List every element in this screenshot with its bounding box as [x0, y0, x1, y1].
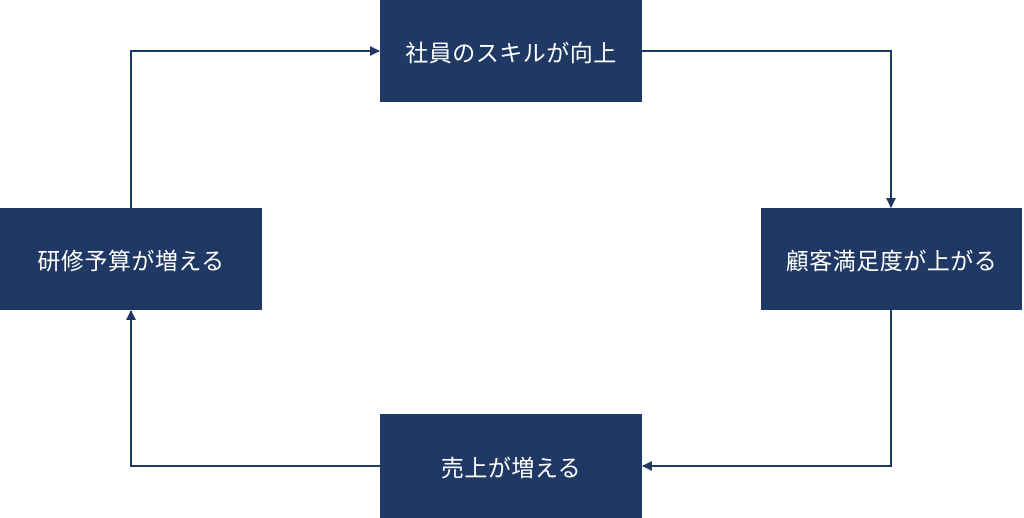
node-label: 研修予算が増える — [37, 249, 225, 275]
node-training-budget: 研修予算が増える — [0, 208, 262, 310]
arrow-left-to-top — [130, 46, 380, 208]
arrow-right-to-bottom — [642, 310, 892, 471]
node-sales-increase: 売上が増える — [380, 414, 642, 518]
node-customer-satisfaction: 顧客満足度が上がる — [761, 208, 1022, 310]
node-label: 売上が増える — [440, 456, 582, 482]
node-label: 顧客満足度が上がる — [785, 249, 998, 275]
arrow-top-to-right — [642, 50, 896, 208]
node-employee-skill: 社員のスキルが向上 — [380, 0, 642, 102]
arrow-bottom-to-left — [126, 310, 380, 467]
node-label: 社員のスキルが向上 — [405, 41, 617, 67]
